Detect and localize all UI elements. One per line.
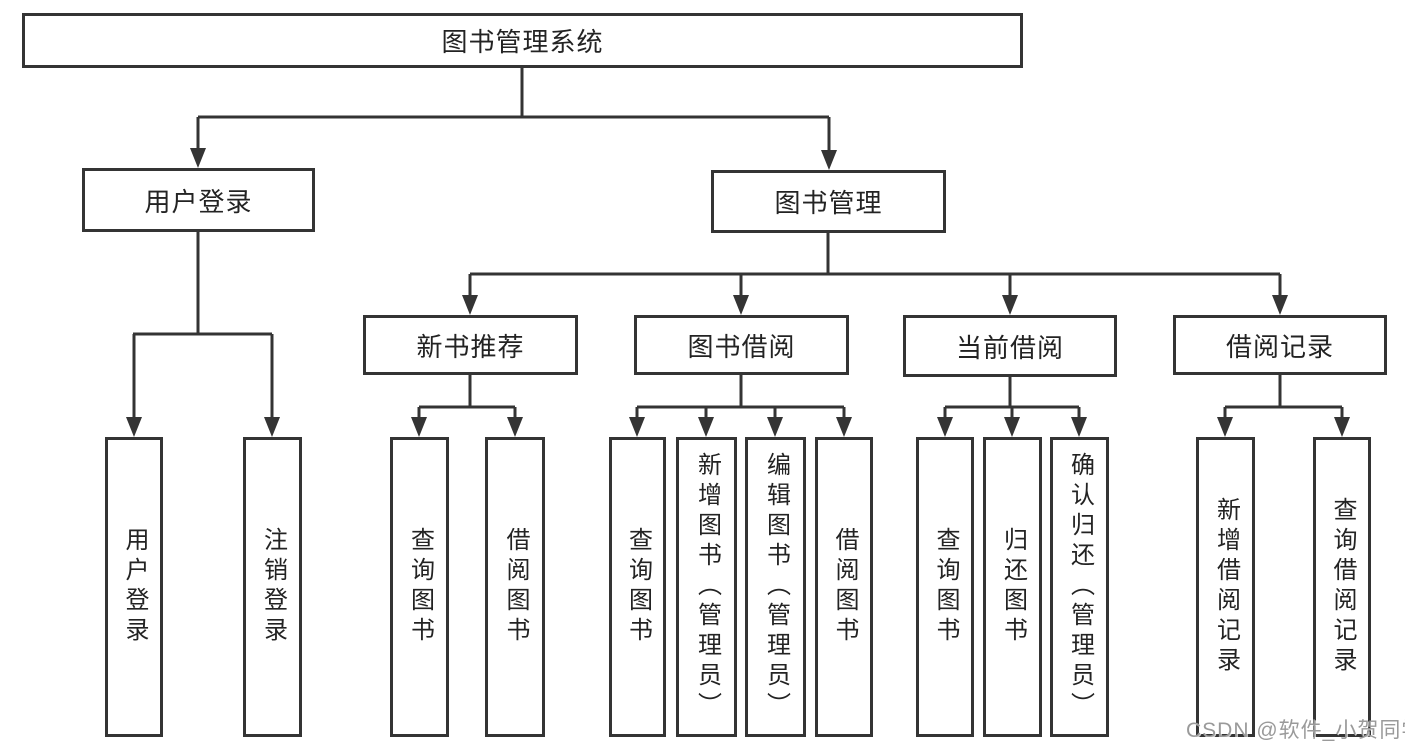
arrowhead [411,417,427,437]
leaf-return-book-label: 归还图书 [999,527,1027,647]
arrowhead [733,295,749,315]
arrowhead [462,295,478,315]
connector-book-borrowing-children [629,375,852,437]
leaf-user-login: 用户登录 [105,437,163,737]
node-borrowing-records-label: 借阅记录 [1225,331,1334,362]
arrowhead [767,417,783,437]
node-root-label: 图书管理系统 [441,27,604,57]
arrowhead [264,417,280,437]
leaf-add-borrow-record: 新增借阅记录 [1196,437,1255,737]
node-borrowing-records: 借阅记录 [1173,315,1387,375]
leaf-query-books-current: 查询图书 [916,437,974,737]
leaf-add-book-admin: 新增图书（管理员） [676,437,737,737]
connector-borrowing-records-children [1217,375,1350,437]
arrowhead [836,417,852,437]
leaf-confirm-return-admin-label: 确认归还（管理员） [1066,452,1094,722]
arrowhead [1071,417,1087,437]
node-new-book-recommend-label: 新书推荐 [416,331,525,362]
node-current-borrowing: 当前借阅 [903,315,1117,377]
arrowhead [821,150,837,170]
node-book-management-label: 图书管理 [774,188,883,218]
leaf-query-books-borrowing-label: 查询图书 [624,527,652,647]
leaf-borrow-books-borrowing: 借阅图书 [815,437,873,737]
leaf-borrow-books-recommend: 借阅图书 [485,437,545,737]
leaf-query-borrow-record: 查询借阅记录 [1313,437,1371,737]
connector-book-management-children [462,233,1288,315]
leaf-query-books-current-label: 查询图书 [932,527,959,647]
leaf-return-book: 归还图书 [983,437,1042,737]
connector-current-borrowing-children [937,375,1087,437]
node-book-borrowing-label: 图书借阅 [687,331,796,362]
watermark: CSDN @软件_小贺同学 [1186,719,1405,742]
arrowhead [190,148,206,168]
leaf-query-books-recommend-label: 查询图书 [406,527,434,647]
arrowhead [937,417,953,437]
leaf-logout: 注销登录 [243,437,302,737]
arrowhead [1272,295,1288,315]
node-book-management: 图书管理 [711,170,946,233]
connector-new-book-children [411,375,523,437]
node-user-login-label: 用户登录 [144,186,253,217]
node-root: 图书管理系统 [22,13,1023,68]
node-new-book-recommend: 新书推荐 [363,315,578,375]
leaf-user-login-label: 用户登录 [121,527,148,647]
leaf-confirm-return-admin: 确认归还（管理员） [1050,437,1109,737]
leaf-query-books-borrowing: 查询图书 [609,437,666,737]
leaf-add-book-admin-label: 新增图书（管理员） [693,452,721,722]
arrowhead [507,417,523,437]
leaf-borrow-books-borrowing-label: 借阅图书 [831,527,858,647]
node-user-login: 用户登录 [82,168,315,232]
arrowhead [126,417,142,437]
leaf-edit-book-admin: 编辑图书（管理员） [745,437,806,737]
leaf-edit-book-admin-label: 编辑图书（管理员） [762,452,790,722]
arrowhead [1004,417,1020,437]
arrowhead [1334,417,1350,437]
connector-root-to-level2 [190,68,837,170]
node-book-borrowing: 图书借阅 [634,315,849,375]
leaf-logout-label: 注销登录 [259,527,287,647]
arrowhead [1217,417,1233,437]
arrowhead [698,417,714,437]
leaf-borrow-books-recommend-label: 借阅图书 [502,527,529,647]
leaf-query-books-recommend: 查询图书 [390,437,449,737]
arrowhead [629,417,645,437]
connector-user-login-children [126,232,280,437]
node-current-borrowing-label: 当前借阅 [955,332,1064,363]
leaf-query-borrow-record-label: 查询借阅记录 [1329,497,1356,677]
arrowhead [1002,295,1018,315]
leaf-add-borrow-record-label: 新增借阅记录 [1212,497,1240,677]
